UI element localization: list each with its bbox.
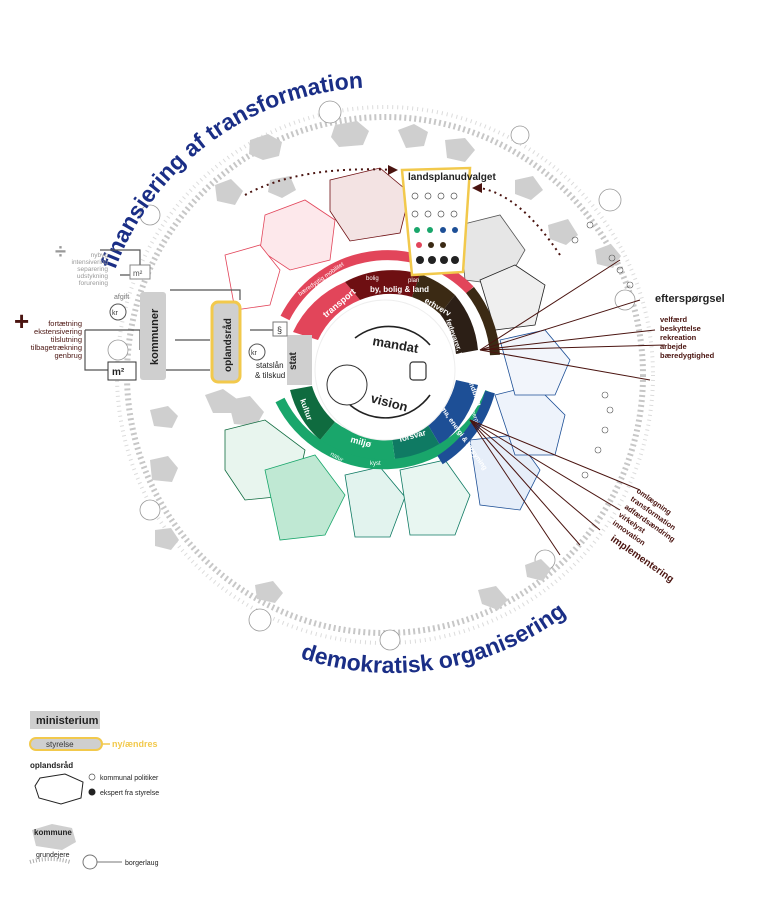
outer-label-bolig: bolig (366, 276, 379, 282)
svg-text:rekreation: rekreation (660, 333, 697, 342)
kommune-shapes (150, 121, 621, 610)
svg-text:nybyg: nybyg (91, 252, 109, 259)
tilskud-label: & tilskud (255, 371, 285, 380)
paragraph-label: § (277, 325, 282, 335)
legend-ministerium-box (30, 711, 100, 729)
title-demokratisk: demokratisk organisering (298, 597, 569, 678)
outer-label-plan: plan (408, 278, 419, 284)
legend-kommune-shape (32, 824, 76, 850)
legend-borgerlaug-circle (82, 854, 98, 870)
center-circle (314, 299, 456, 441)
kr-label-2: kr (251, 350, 258, 357)
svg-text:intensivering: intensivering (72, 259, 109, 266)
legend-styrelse: styrelse (46, 740, 74, 749)
svg-text:tilslutning: tilslutning (51, 335, 82, 344)
afgift-label: afgift (114, 294, 129, 301)
ring-transport (293, 282, 360, 340)
arrow-from-right (479, 187, 561, 256)
plus-sign: + (14, 306, 29, 336)
svg-text:forurening: forurening (79, 280, 109, 287)
legend-oplandsraad: oplandsråd (30, 761, 73, 770)
ring (275, 250, 500, 470)
svg-text:ekstensivering: ekstensivering (34, 327, 82, 336)
kommuner-box (140, 292, 166, 380)
arrow-to-committee (244, 168, 396, 196)
stat-block (287, 335, 312, 385)
statslaan-label: statslån (256, 361, 284, 370)
efterspoergsel-label: efterspørgsel (655, 293, 725, 305)
grundejer-symbols (571, 221, 634, 479)
svg-text:arbejde: arbejde (660, 342, 687, 351)
ring-label-stat: stat (288, 352, 299, 370)
legend-grundejere: grundejere (36, 852, 70, 859)
svg-text:udstykning: udstykning (77, 273, 108, 280)
legend-ministerium: ministerium (36, 715, 99, 727)
legend-ny: ny/ændres (112, 739, 158, 749)
svg-text:bæredygtighed: bæredygtighed (660, 351, 715, 360)
ring-bolig (345, 270, 420, 300)
paragraph-box (272, 321, 288, 337)
oplandsraad-label: oplandsråd (222, 318, 234, 372)
legend-grundejere-shape (29, 857, 71, 864)
kr-circle-2 (248, 343, 266, 361)
ring-klima (428, 380, 478, 445)
svg-text:beskyttelse: beskyttelse (660, 324, 701, 333)
m2-label-bottom: m² (112, 367, 125, 378)
m2-box-bottom (107, 361, 137, 381)
divide-sign: ÷ (55, 241, 66, 263)
divide-items: nybyg intensivering separering udstyknin… (72, 252, 109, 287)
svg-text:fortætning: fortætning (48, 319, 82, 328)
demand-items: velfærd beskyttelse rekreation arbejde b… (660, 315, 715, 360)
oplandsraad-box (210, 300, 242, 384)
committee-title: landsplanudvalget (408, 172, 496, 183)
demand-fan (469, 259, 666, 556)
svg-text:velfærd: velfærd (660, 315, 688, 324)
kr-label-1: kr (112, 310, 119, 317)
legend-politiker: kommunal politiker (100, 775, 159, 782)
kommuner-label: kommuner (149, 308, 161, 365)
ring-erhverv (412, 274, 455, 314)
m2-box-top (129, 264, 151, 280)
legend-borgerlaug: borgerlaug (125, 860, 159, 867)
legend-oplandsraad-shape (34, 773, 84, 805)
svg-text:genbrug: genbrug (54, 351, 82, 360)
outer-label-kyst: kyst (370, 461, 381, 467)
ring-kultur (290, 386, 335, 440)
committee-panel (400, 166, 472, 277)
ring-label-bolig: by, bolig & land (370, 285, 429, 294)
m2-label-top: m² (133, 269, 143, 278)
svg-text:tilbagetrækning: tilbagetrækning (31, 343, 82, 352)
map-clusters (224, 167, 571, 541)
kr-circle-1 (109, 303, 127, 321)
committee-people (411, 192, 459, 264)
legend-kommune: kommune (34, 828, 72, 837)
plus-items: fortætning ekstensivering tilslutning ti… (31, 319, 82, 360)
ring-foedevarer (440, 295, 478, 354)
legend-ekspert: ekspert fra styrelse (100, 790, 159, 797)
outer-label-energi: energi (468, 407, 479, 425)
svg-text:separering: separering (77, 266, 108, 273)
legend: ministerium styrelse ny/ændres oplandsrå… (29, 711, 159, 870)
